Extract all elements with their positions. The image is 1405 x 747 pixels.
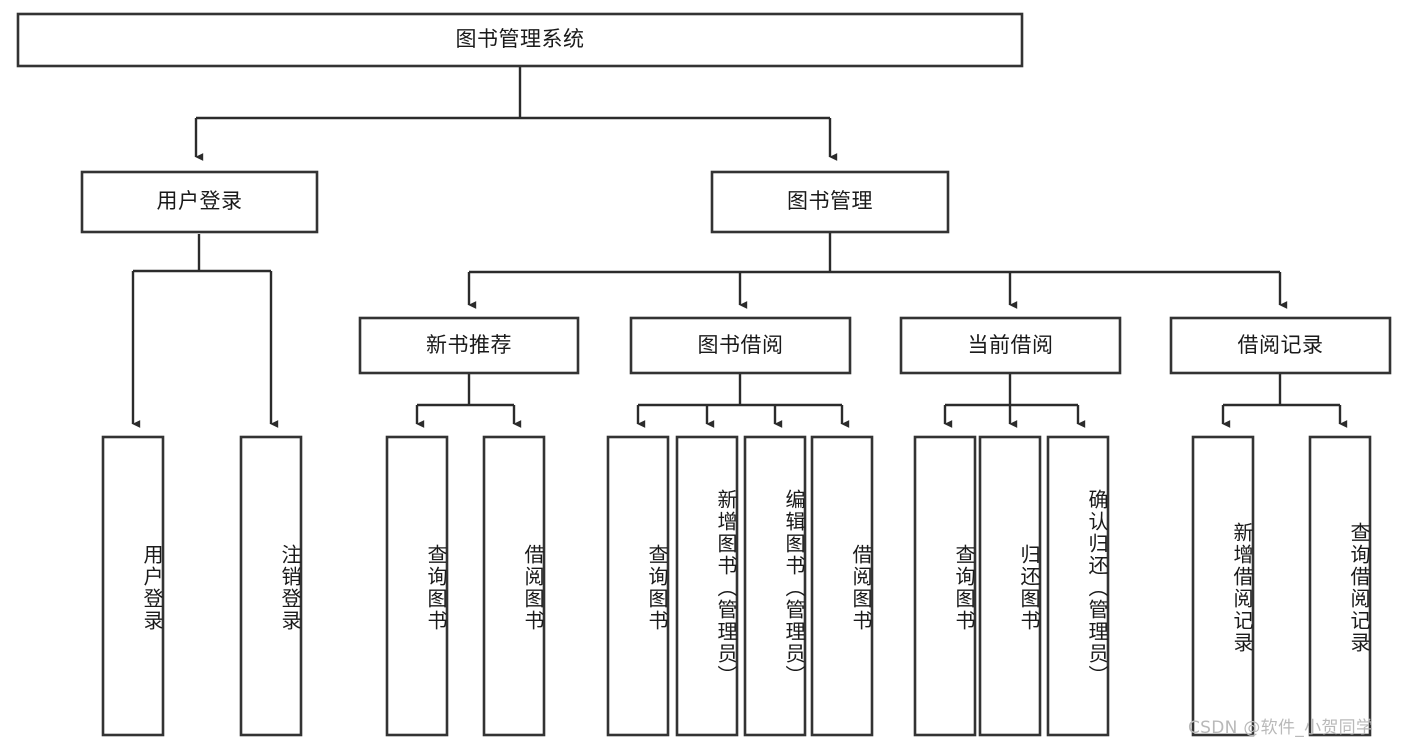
watermark-text: CSDN @软件_小贺同学 <box>1188 718 1374 738</box>
box-leaf-edit-book <box>743 435 807 737</box>
box-current-borrow <box>899 316 1122 375</box>
box-leaf-query-book-3 <box>913 435 977 737</box>
box-new-book-recommend <box>358 316 580 375</box>
box-leaf-user-logout <box>239 435 303 737</box>
box-leaf-borrow-book-1 <box>482 435 546 737</box>
box-borrow-record <box>1169 316 1392 375</box>
box-book-borrow <box>629 316 852 375</box>
box-leaf-query-book-2 <box>606 435 670 737</box>
box-leaf-query-book-1 <box>385 435 449 737</box>
box-root <box>16 12 1024 68</box>
box-leaf-query-record <box>1308 435 1372 737</box>
box-leaf-confirm-return <box>1046 435 1110 737</box>
box-leaf-borrow-book-2 <box>810 435 874 737</box>
connector-lines <box>131 66 1348 428</box>
box-leaf-add-record <box>1191 435 1255 737</box>
node-boxes <box>16 12 1392 737</box>
box-user-login <box>80 170 319 234</box>
box-leaf-user-login <box>101 435 165 737</box>
box-book-management <box>710 170 950 234</box>
box-leaf-return-book <box>978 435 1042 737</box>
box-leaf-add-book <box>675 435 739 737</box>
